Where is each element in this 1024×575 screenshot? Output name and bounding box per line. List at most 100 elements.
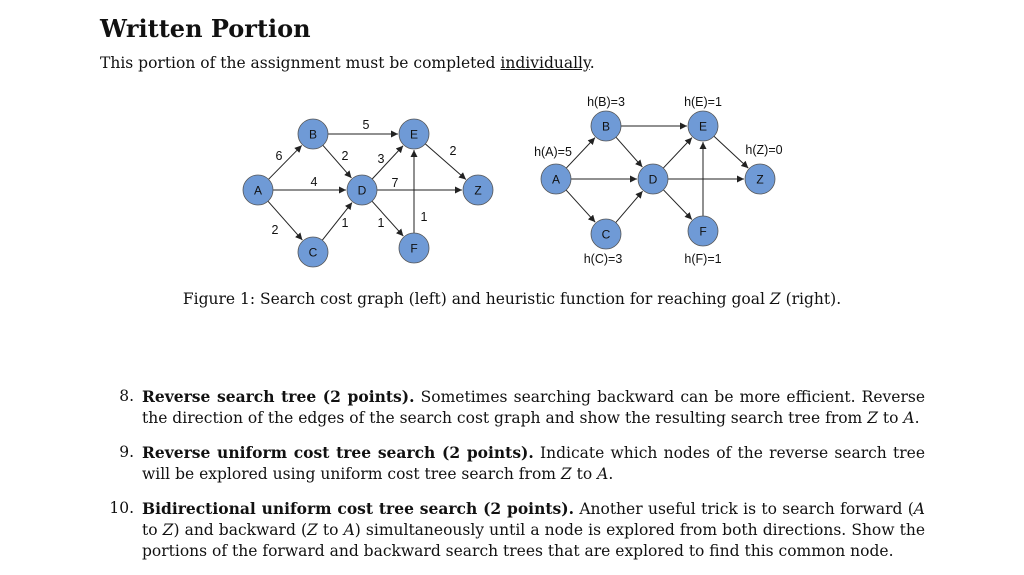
intro-text-end: . [589, 54, 595, 72]
question-item: 10. Bidirectional uniform cost tree sear… [100, 498, 925, 562]
edge-cost-label: 1 [421, 210, 428, 224]
graph-edge [662, 137, 693, 169]
graph-node [744, 163, 776, 195]
graph-node [297, 118, 329, 150]
heuristic-label: h(F)=1 [684, 252, 721, 266]
graph-edge [322, 144, 352, 179]
intro-text: This portion of the assignment must be c… [100, 54, 595, 72]
edge-cost-label: 2 [450, 144, 457, 158]
graph-edge [713, 135, 749, 169]
question-list: 8. Reverse search tree (2 points). Somet… [100, 386, 925, 575]
question-text: to [142, 521, 163, 539]
node-label: Z [474, 184, 481, 198]
question-number: 8. [119, 387, 134, 405]
math-variable: Z [162, 521, 174, 539]
graph-edge [424, 143, 467, 180]
math-variable: A [903, 409, 915, 427]
node-label: C [602, 228, 611, 242]
graph-node [462, 174, 494, 206]
node-label: B [309, 128, 317, 142]
math-variable: A [343, 521, 355, 539]
question-text: to [877, 409, 904, 427]
node-label: E [699, 120, 707, 134]
edge-cost-label: 7 [392, 176, 399, 190]
graph-edge [268, 145, 303, 180]
node-label: A [254, 184, 262, 198]
question-item: 9. Reverse uniform cost tree search (2 p… [100, 442, 925, 485]
question-heading: Reverse uniform cost tree search (2 poin… [142, 443, 534, 462]
graph-node [637, 163, 669, 195]
question-text: . [608, 465, 614, 483]
math-variable: Z [560, 465, 572, 483]
intro-underlined-word: individually [500, 54, 590, 72]
question-text: to [317, 521, 344, 539]
graph-node [398, 118, 430, 150]
graph-node [687, 215, 719, 247]
question-heading: Reverse search tree (2 points). [142, 387, 415, 406]
question-body: Indicate which nodes of the reverse sear… [142, 444, 925, 483]
question-text: ) simultaneously until a node is explore… [142, 521, 925, 560]
node-label: F [699, 225, 706, 239]
question-heading: Bidirectional uniform cost tree search (… [142, 499, 574, 518]
node-label: F [410, 242, 417, 256]
node-label: A [552, 173, 560, 187]
heuristic-label: h(Z)=0 [745, 143, 782, 157]
heuristic-graph: ABCDEFZh(A)=5h(B)=3h(C)=3h(E)=1h(F)=1h(Z… [534, 95, 783, 266]
math-variable: Z [307, 521, 318, 539]
graph-edge [371, 200, 404, 237]
caption-suffix: (right). [780, 290, 842, 308]
edge-cost-label: 1 [378, 216, 385, 230]
caption-prefix: Figure 1: Search cost graph (left) and h… [182, 290, 770, 308]
graph-edge [267, 200, 303, 241]
node-label: C [309, 246, 318, 260]
graph-node [590, 110, 622, 142]
node-label: D [358, 184, 367, 198]
math-variable: Z [867, 409, 878, 427]
question-number: 10. [109, 499, 134, 517]
edge-cost-label: 2 [272, 223, 279, 237]
page-title: Written Portion [100, 14, 311, 43]
edge-cost-label: 2 [342, 149, 349, 163]
question-text: ) and backward ( [173, 521, 308, 539]
graph-node [398, 232, 430, 264]
question-text: Sometimes searching backward can be more… [142, 388, 925, 427]
node-label: Z [756, 173, 763, 187]
edge-cost-label: 6 [276, 149, 283, 163]
edge-cost-label: 1 [342, 216, 349, 230]
figure-caption: Figure 1: Search cost graph (left) and h… [0, 290, 1024, 308]
heuristic-label: h(B)=3 [587, 95, 625, 109]
graph-edge [565, 189, 596, 223]
math-variable: A [913, 500, 925, 518]
question-text: Another useful trick is to search forwar… [573, 500, 914, 518]
graph-node [590, 218, 622, 250]
question-text: to [571, 465, 598, 483]
graph-node [242, 174, 274, 206]
intro-text-start: This portion of the assignment must be c… [100, 54, 501, 72]
heuristic-label: h(C)=3 [584, 252, 623, 266]
node-label: E [410, 128, 418, 142]
edge-cost-label: 3 [378, 152, 385, 166]
question-body: Another useful trick is to search forwar… [142, 500, 925, 560]
graph-edge [663, 189, 693, 220]
caption-goal: Z [769, 290, 781, 308]
graph-edge [321, 202, 353, 241]
graph-edge [565, 137, 596, 169]
question-number: 9. [119, 443, 134, 461]
math-variable: A [597, 465, 609, 483]
question-body: Sometimes searching backward can be more… [142, 388, 925, 427]
edge-cost-label: 5 [363, 118, 370, 132]
graph-edge [615, 190, 643, 223]
graph-node [297, 236, 329, 268]
graph-node [540, 163, 572, 195]
edge-cost-label: 4 [311, 175, 318, 189]
graph-node [687, 110, 719, 142]
question-item: 8. Reverse search tree (2 points). Somet… [100, 386, 925, 429]
heuristic-label: h(E)=1 [684, 95, 722, 109]
heuristic-label: h(A)=5 [534, 145, 572, 159]
question-text: Indicate which nodes of the reverse sear… [142, 444, 925, 483]
node-label: B [602, 120, 610, 134]
question-text: . [914, 409, 920, 427]
graph-edge [615, 136, 643, 168]
